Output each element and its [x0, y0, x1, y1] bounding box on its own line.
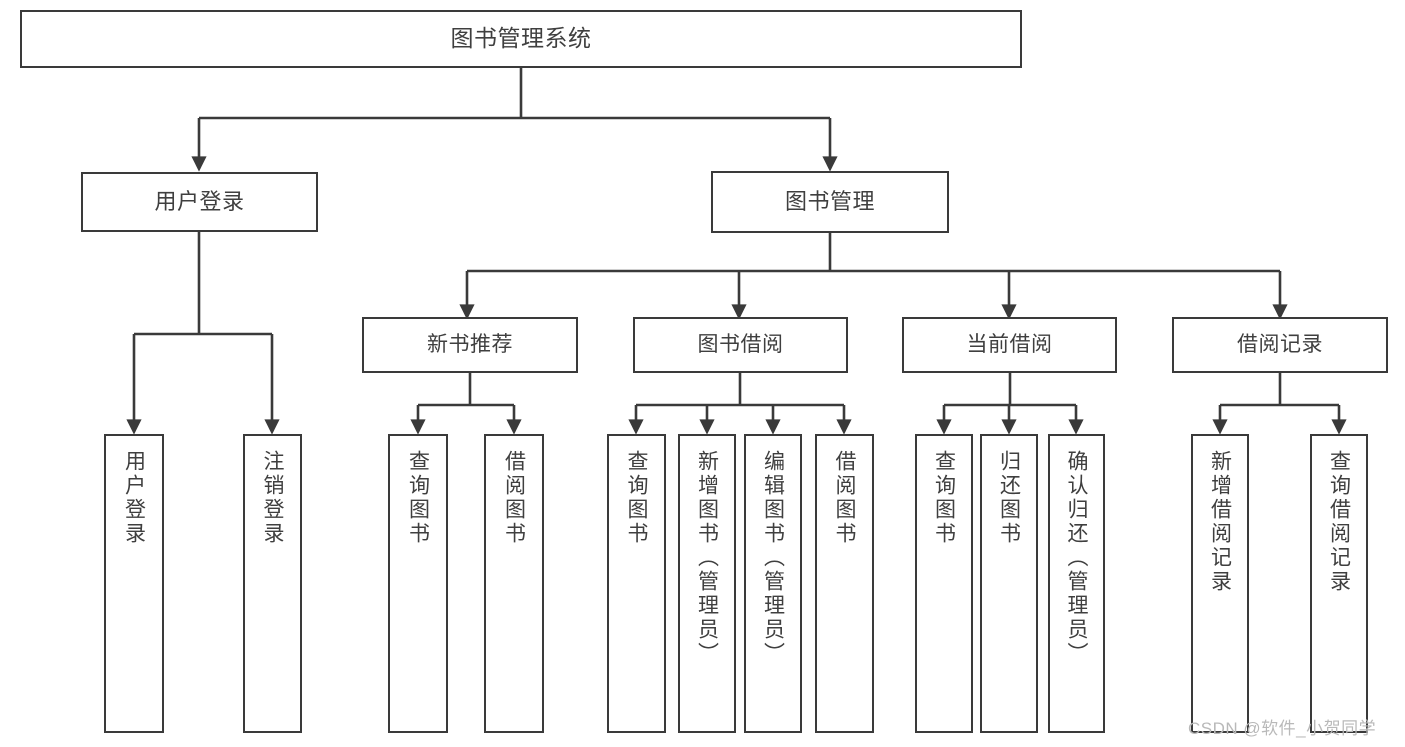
node-leaf-user-login-label: 用户登录: [122, 450, 146, 546]
node-leaf-edit-book[interactable]: 编辑图书（管理员）: [744, 434, 802, 733]
node-leaf-query-record-label: 查询借阅记录: [1327, 450, 1351, 594]
node-leaf-query-book-3-label: 查询图书: [932, 450, 956, 546]
node-leaf-return-book-label: 归还图书: [997, 450, 1021, 546]
node-root-label: 图书管理系统: [450, 25, 592, 52]
node-new-book-recommend[interactable]: 新书推荐: [362, 317, 578, 373]
node-leaf-query-book-2-label: 查询图书: [625, 450, 648, 546]
node-leaf-add-record-label: 新增借阅记录: [1208, 450, 1232, 594]
node-leaf-confirm-return[interactable]: 确认归还（管理员）: [1048, 434, 1105, 733]
node-leaf-borrow-book-1[interactable]: 借阅图书: [484, 434, 544, 733]
node-leaf-edit-book-label: 编辑图书（管理员）: [761, 450, 785, 666]
node-user-login-label: 用户登录: [154, 189, 245, 215]
node-leaf-query-book-2[interactable]: 查询图书: [607, 434, 666, 733]
node-leaf-logout-login-label: 注销登录: [261, 450, 284, 546]
node-root[interactable]: 图书管理系统: [20, 10, 1022, 68]
node-leaf-add-book-label: 新增图书（管理员）: [695, 450, 719, 666]
node-user-login[interactable]: 用户登录: [81, 172, 318, 232]
node-current-borrow-label: 当前借阅: [966, 332, 1053, 356]
node-book-management[interactable]: 图书管理: [711, 171, 949, 233]
node-book-borrow[interactable]: 图书借阅: [633, 317, 848, 373]
node-leaf-logout-login[interactable]: 注销登录: [243, 434, 302, 733]
watermark: CSDN @软件_小贺同学: [1188, 719, 1377, 738]
node-leaf-borrow-book-2-label: 借阅图书: [833, 450, 856, 546]
node-leaf-return-book[interactable]: 归还图书: [980, 434, 1038, 733]
node-new-book-recommend-label: 新书推荐: [427, 332, 513, 356]
node-leaf-query-book-3[interactable]: 查询图书: [915, 434, 973, 733]
node-leaf-borrow-book-1-label: 借阅图书: [502, 450, 526, 546]
node-book-borrow-label: 图书借阅: [697, 332, 784, 356]
node-leaf-confirm-return-label: 确认归还（管理员）: [1065, 450, 1088, 666]
node-book-management-label: 图书管理: [784, 189, 875, 215]
node-leaf-add-book[interactable]: 新增图书（管理员）: [678, 434, 736, 733]
node-current-borrow[interactable]: 当前借阅: [902, 317, 1117, 373]
node-leaf-query-book-1[interactable]: 查询图书: [388, 434, 448, 733]
node-leaf-user-login[interactable]: 用户登录: [104, 434, 164, 733]
node-leaf-add-record[interactable]: 新增借阅记录: [1191, 434, 1249, 733]
node-leaf-query-book-1-label: 查询图书: [406, 450, 430, 546]
node-borrow-record-label: 借阅记录: [1237, 332, 1323, 356]
node-borrow-record[interactable]: 借阅记录: [1172, 317, 1388, 373]
node-leaf-query-record[interactable]: 查询借阅记录: [1310, 434, 1368, 733]
node-leaf-borrow-book-2[interactable]: 借阅图书: [815, 434, 874, 733]
